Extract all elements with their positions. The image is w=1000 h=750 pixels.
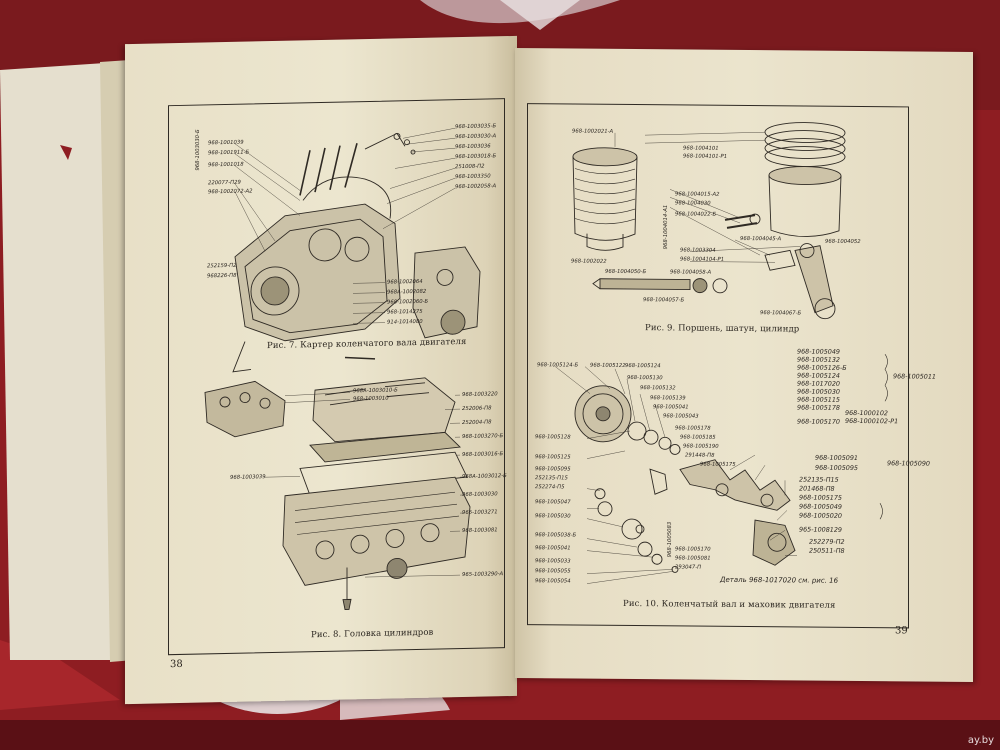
part-label: 968-1005054 bbox=[535, 578, 571, 585]
part-label: 968-1003010 bbox=[353, 395, 389, 403]
part-label: 293047-П bbox=[675, 564, 702, 571]
fig7-crankcase-drawing bbox=[232, 127, 481, 373]
part-label: 252135-П15 bbox=[535, 475, 568, 482]
part-label: 968-1005175 bbox=[799, 493, 842, 502]
part-label: 965-1003290-А bbox=[462, 571, 504, 579]
part-label: 201468-П8 bbox=[799, 484, 835, 493]
part-label: 968-1003016-Б bbox=[462, 451, 504, 459]
part-label: 968-1005190 bbox=[683, 443, 719, 450]
part-label: 965-1003271 bbox=[462, 509, 498, 517]
fig10-crankshaft-drawing bbox=[554, 354, 888, 584]
part-label: 968-1003270-Б bbox=[462, 433, 504, 441]
left-page-number: 38 bbox=[170, 658, 183, 671]
watermark: ay.by bbox=[967, 735, 994, 746]
part-label: 968-1005047 bbox=[535, 499, 571, 506]
part-label: 968-1005020 bbox=[799, 511, 842, 520]
part-label: 968-1005178 bbox=[675, 425, 711, 432]
part-label: 968-1005095 bbox=[535, 466, 571, 473]
part-label: 968-1005095 bbox=[815, 463, 858, 472]
part-label: 968-1005185 bbox=[680, 434, 716, 441]
part-label: 968-1005132 bbox=[640, 385, 676, 392]
fig9-piston-drawing bbox=[572, 122, 846, 320]
part-label: 252004-П8 bbox=[462, 419, 492, 427]
fig10-caption: Рис. 10. Коленчатый вал и маховик двигат… bbox=[623, 598, 836, 611]
part-label-vertical: 968-1005083 bbox=[667, 521, 673, 558]
fig10-note: Деталь 968-1017020 см. рис. 16 bbox=[720, 575, 839, 585]
part-label: 252135-П15 bbox=[799, 475, 839, 484]
part-label: 968-1005178 bbox=[797, 403, 840, 412]
part-label: 968-1005038-Б bbox=[535, 532, 577, 539]
group-label: 968-1005090 bbox=[887, 459, 930, 468]
part-label: 968-1003081 bbox=[462, 527, 498, 535]
part-label: 968-1005128 bbox=[535, 434, 571, 441]
part-label: 968А-1003012-Б bbox=[462, 473, 507, 481]
part-label: 250511-П8 bbox=[809, 546, 845, 555]
right-page: 968-1004014-А1 968-1002021-А 968-1002022… bbox=[515, 48, 973, 682]
part-label: 968-1005041 bbox=[535, 545, 571, 552]
part-label: 968-1005124-Б bbox=[537, 362, 579, 369]
part-label: 968А-1003010-Б bbox=[353, 387, 398, 395]
part-label: 968-1003030 bbox=[462, 491, 498, 499]
part-label: 968-1005033 bbox=[535, 558, 571, 565]
part-label: 968-1000102-Р1 bbox=[845, 416, 899, 426]
fig8-cylinder-head-drawing bbox=[204, 377, 471, 610]
part-label: 252006-П8 bbox=[462, 405, 492, 413]
part-label: 968-1005125 bbox=[535, 454, 571, 461]
part-label: 968-1005175 bbox=[700, 461, 736, 468]
part-label: 968-1003220 bbox=[462, 391, 498, 399]
part-label: 968-1005049 bbox=[799, 502, 842, 511]
group-label: 968-1005011 bbox=[893, 372, 936, 381]
part-label: 968-1005124 bbox=[625, 362, 661, 370]
right-page-number: 39 bbox=[895, 625, 908, 637]
part-label: 968-1005122 bbox=[590, 362, 626, 369]
part-label: 968-1005043 bbox=[663, 413, 699, 420]
part-label: 968-1005170 bbox=[675, 546, 711, 553]
part-label: 968-1005139 bbox=[650, 395, 686, 402]
left-page: 968-1003030-Б 968-1001039 968-1001911-Б … bbox=[125, 35, 517, 705]
part-label: 968-1005055 bbox=[535, 568, 571, 575]
part-label: 968-1005170 bbox=[797, 417, 840, 426]
part-label: 965-1008129 bbox=[799, 525, 842, 534]
part-label: 968-1005091 bbox=[815, 453, 858, 462]
part-label: 252279-П2 bbox=[809, 537, 845, 546]
part-label: 968-1005130 bbox=[627, 374, 663, 382]
part-label: 968-1005081 bbox=[675, 555, 711, 562]
part-label: 291448-П8 bbox=[685, 452, 715, 459]
fig8-label-left: 968-1003039 bbox=[230, 474, 266, 481]
part-label: 252274-П5 bbox=[535, 484, 565, 491]
part-label: 968-1005041 bbox=[653, 404, 689, 411]
part-label: 968-1005030 bbox=[535, 513, 571, 520]
